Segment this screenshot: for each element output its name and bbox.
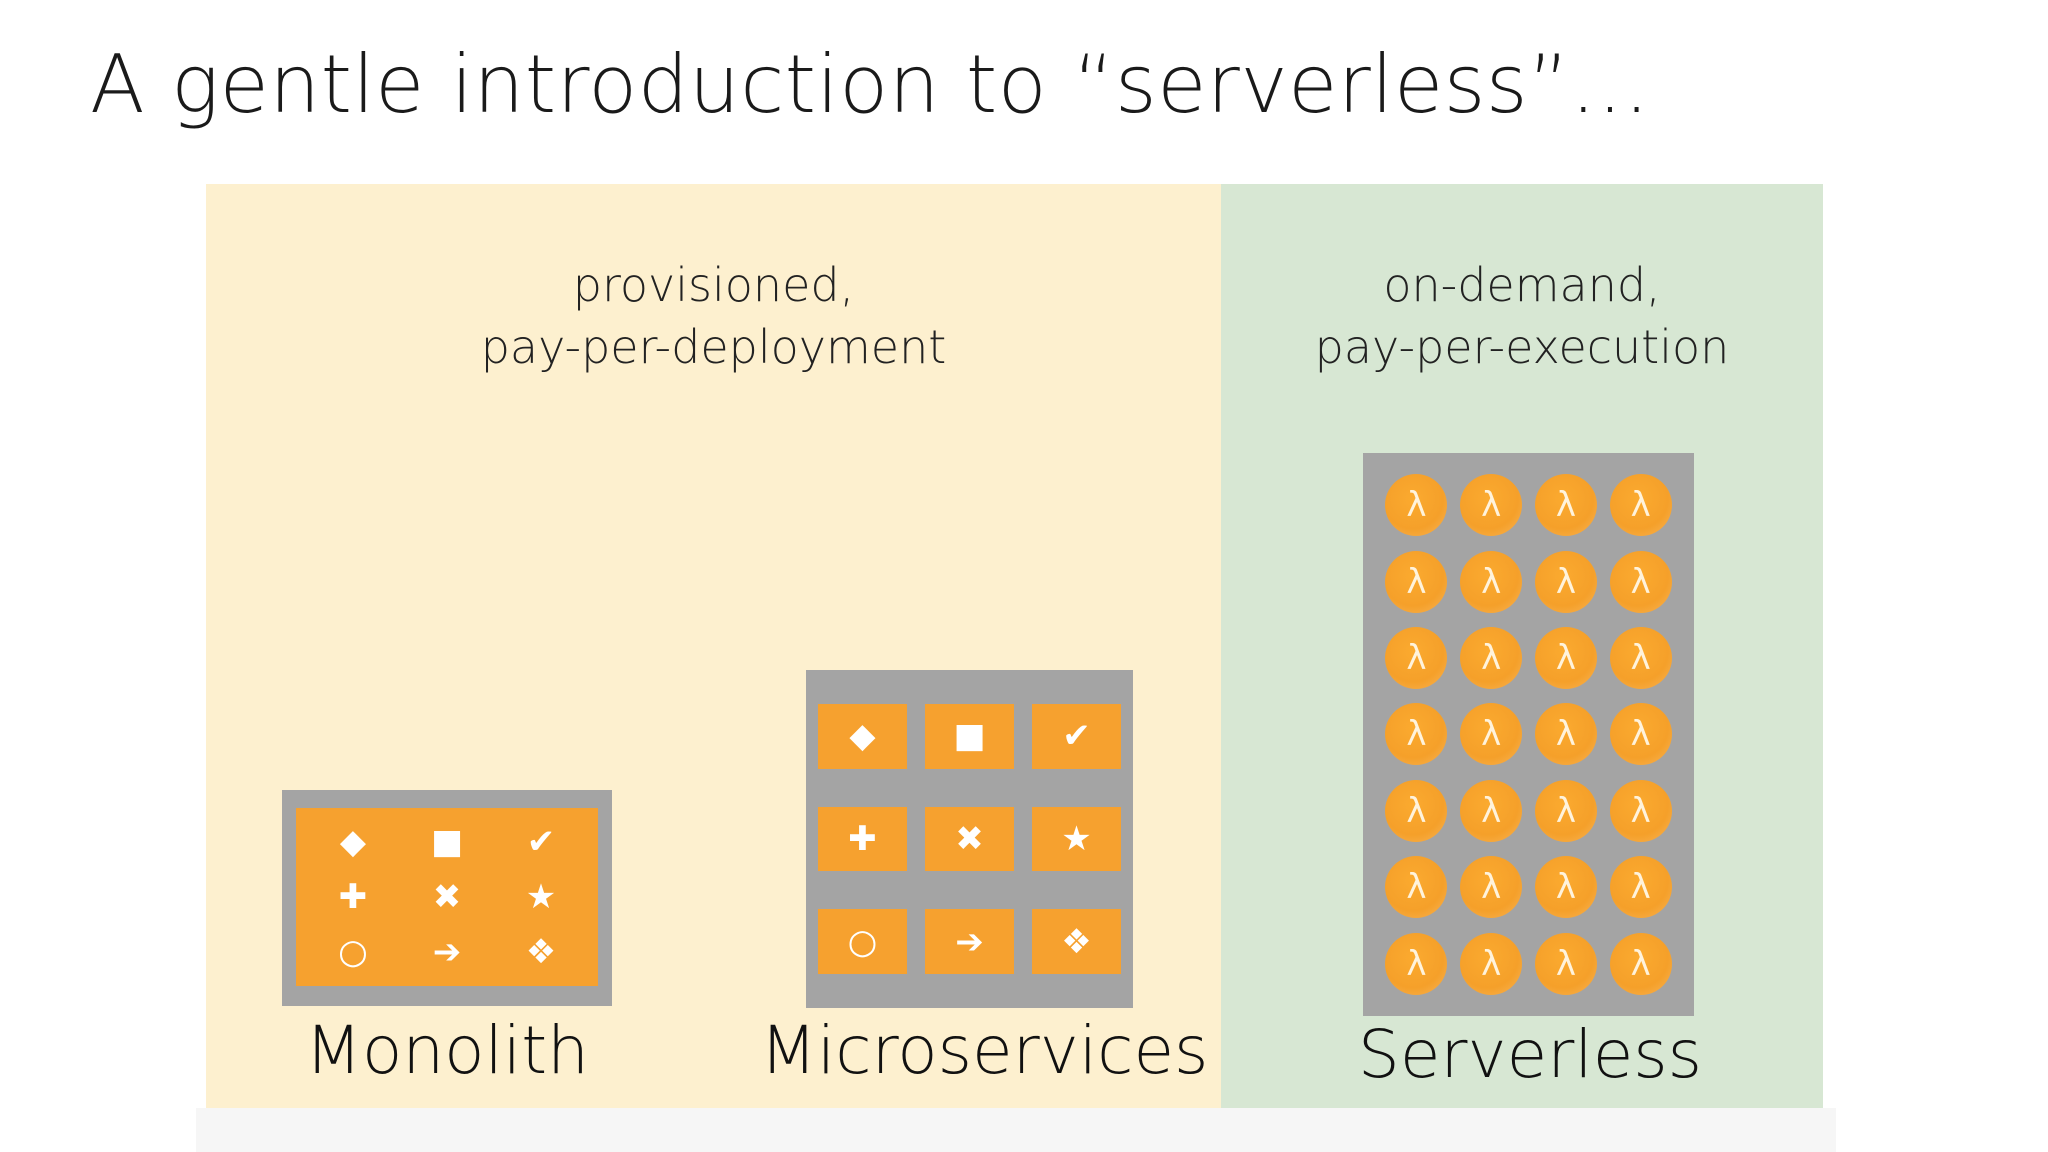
microservice: ➔	[925, 909, 1014, 974]
diamond-icon: ◆	[849, 716, 876, 757]
lambda-function-icon: λ	[1385, 703, 1448, 766]
lambda-function-icon: λ	[1385, 856, 1448, 919]
monolith-container: ◆ ■ ✔ ✚ ✖ ★ ○ ➔ ❖	[282, 790, 612, 1006]
diamond-icon: ◆	[339, 821, 367, 862]
lambda-function-icon: λ	[1385, 474, 1448, 537]
arrow-right-icon: ➔	[955, 921, 984, 962]
star-icon: ★	[1061, 818, 1092, 859]
lambda-function-icon: λ	[1609, 550, 1672, 613]
lambda-function-icon: λ	[1609, 627, 1672, 690]
monolith-label: Monolith	[305, 1012, 589, 1089]
on-demand-heading-line1: on-demand,	[1383, 258, 1661, 312]
provisioned-heading-line1: provisioned,	[572, 258, 855, 312]
microservice: ■	[925, 704, 1014, 769]
microservices-grid: ◆ ■ ✔ ✚ ✖ ★ ○ ➔ ❖	[818, 704, 1121, 974]
arrow-right-icon: ➔	[432, 932, 462, 973]
on-demand-heading-line2: pay-per-execution	[1314, 320, 1730, 374]
microservice: ○	[818, 909, 907, 974]
lambda-function-icon: λ	[1460, 627, 1523, 690]
lambda-function-icon: λ	[1534, 932, 1597, 995]
lambda-function-icon: λ	[1460, 932, 1523, 995]
provisioned-heading-line2: pay-per-deployment	[480, 320, 947, 374]
star-icon: ★	[525, 876, 557, 917]
microservice: ✔	[1032, 704, 1121, 769]
lambda-function-icon: λ	[1385, 932, 1448, 995]
four-diamonds-icon: ❖	[525, 932, 557, 973]
check-icon: ✔	[526, 821, 556, 862]
lambda-function-icon: λ	[1609, 474, 1672, 537]
x-icon: ✖	[955, 818, 984, 859]
lambda-function-icon: λ	[1609, 703, 1672, 766]
microservice: ◆	[818, 704, 907, 769]
slide-title: A gentle introduction to “serverless”…	[90, 38, 1651, 131]
lambda-function-icon: λ	[1385, 779, 1448, 842]
serverless-label: Serverless	[1357, 1016, 1703, 1093]
lambda-function-icon: λ	[1460, 856, 1523, 919]
monolith-component: ◆ ■ ✔ ✚ ✖ ★ ○ ➔ ❖	[296, 808, 598, 986]
lambda-function-icon: λ	[1385, 550, 1448, 613]
circle-icon: ○	[338, 932, 368, 973]
microservice: ✚	[818, 806, 907, 872]
lambda-function-icon: λ	[1609, 932, 1672, 995]
plus-icon: ✚	[848, 818, 877, 859]
on-demand-heading: on-demand, pay-per-execution	[1221, 254, 1823, 378]
lambda-function-icon: λ	[1534, 627, 1597, 690]
square-icon: ■	[953, 716, 986, 757]
lambda-function-icon: λ	[1534, 856, 1597, 919]
microservice: ❖	[1032, 909, 1121, 974]
circle-icon: ○	[847, 921, 878, 962]
microservices-label: Microservices	[760, 1012, 1209, 1089]
lambda-function-icon: λ	[1460, 779, 1523, 842]
lambda-function-icon: λ	[1534, 550, 1597, 613]
square-icon: ■	[430, 821, 464, 862]
lambda-function-icon: λ	[1460, 703, 1523, 766]
lambda-function-icon: λ	[1534, 779, 1597, 842]
lambda-function-icon: λ	[1460, 550, 1523, 613]
lambda-function-icon: λ	[1534, 474, 1597, 537]
lambda-function-icon: λ	[1534, 703, 1597, 766]
lambda-function-icon: λ	[1609, 779, 1672, 842]
x-icon: ✖	[432, 876, 462, 917]
microservice: ✖	[925, 806, 1014, 872]
check-icon: ✔	[1062, 716, 1091, 757]
plus-icon: ✚	[338, 876, 368, 917]
provisioned-heading: provisioned, pay-per-deployment	[206, 254, 1221, 378]
lambda-function-icon: λ	[1460, 474, 1523, 537]
four-diamonds-icon: ❖	[1061, 921, 1092, 962]
lambda-function-icon: λ	[1385, 627, 1448, 690]
microservice: ★	[1032, 806, 1121, 872]
microservices-container: ◆ ■ ✔ ✚ ✖ ★ ○ ➔ ❖	[806, 670, 1133, 1008]
lambda-function-icon: λ	[1609, 856, 1672, 919]
footer-strip	[196, 1108, 1836, 1152]
